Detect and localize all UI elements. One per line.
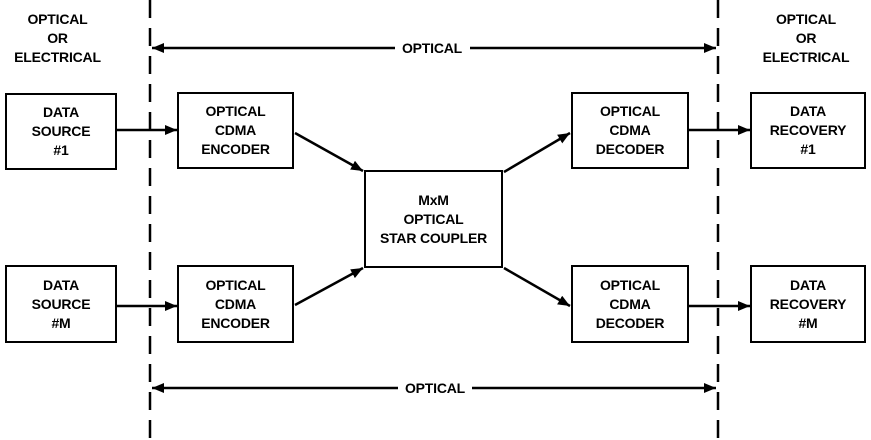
decoder-m-line: OPTICAL bbox=[599, 276, 661, 293]
data-source-m-line: SOURCE bbox=[31, 295, 91, 312]
encoder-m-line: CDMA bbox=[214, 295, 257, 312]
data-source-1-line: SOURCE bbox=[31, 123, 91, 139]
encoder-1-line: ENCODER bbox=[201, 141, 270, 157]
data-source-m-block: DATA SOURCE #M bbox=[5, 265, 117, 343]
data-source-1-line: #1 bbox=[53, 142, 69, 158]
decoder-m-line: CDMA bbox=[609, 295, 651, 312]
encoder-1-line: OPTICAL bbox=[205, 103, 266, 119]
arrow-star-coupler-to-decoder-m bbox=[503, 266, 571, 308]
data-source-m-line: #M bbox=[51, 314, 71, 331]
data-source-1-line: DATA bbox=[42, 104, 79, 120]
encoder-1-line: CDMA bbox=[214, 122, 257, 138]
optical-cdma-decoder-m-block: OPTICAL CDMA DECODER bbox=[571, 265, 689, 343]
star-coupler-line: MxM bbox=[418, 191, 449, 208]
decoder-m-line: DECODER bbox=[595, 314, 665, 331]
left-domain-line: OR bbox=[47, 30, 68, 46]
data-recovery-m-block: DATA RECOVERY #M bbox=[750, 265, 866, 343]
optical-cdma-encoder-1-block: OPTICAL CDMA ENCODER bbox=[177, 92, 294, 169]
right-domain-line: OPTICAL bbox=[775, 11, 837, 27]
arrow-star-coupler-to-decoder-1 bbox=[503, 131, 571, 174]
top-optical-span-label: OPTICAL bbox=[401, 40, 463, 56]
arrow-encoder-m-to-star-coupler bbox=[294, 266, 364, 307]
star-coupler-block: MxM OPTICAL STAR COUPLER bbox=[364, 170, 503, 268]
data-recovery-m-line: RECOVERY bbox=[769, 295, 847, 312]
left-domain-label: OPTICAL OR ELECTRICAL bbox=[0, 10, 115, 67]
right-domain-label: OPTICAL OR ELECTRICAL bbox=[748, 10, 864, 67]
left-domain-line: ELECTRICAL bbox=[14, 49, 101, 65]
data-recovery-m-line: DATA bbox=[789, 276, 826, 293]
data-recovery-1-block: DATA RECOVERY #1 bbox=[750, 92, 866, 169]
arrow-encoder-1-to-star-coupler bbox=[294, 131, 364, 173]
bottom-optical-span-label: OPTICAL bbox=[404, 380, 466, 396]
decoder-1-line: CDMA bbox=[609, 122, 651, 138]
encoder-m-line: ENCODER bbox=[201, 314, 270, 331]
data-source-m-line: DATA bbox=[42, 276, 79, 293]
data-recovery-1-line: DATA bbox=[789, 103, 826, 119]
right-domain-line: ELECTRICAL bbox=[762, 49, 850, 65]
star-coupler-line: OPTICAL bbox=[403, 210, 464, 227]
optical-cdma-encoder-m-block: OPTICAL CDMA ENCODER bbox=[177, 265, 294, 343]
star-coupler-line: STAR COUPLER bbox=[379, 229, 487, 246]
decoder-1-line: DECODER bbox=[595, 141, 665, 157]
data-source-1-block: DATA SOURCE #1 bbox=[5, 93, 117, 170]
data-recovery-m-line: #M bbox=[798, 314, 818, 331]
data-recovery-1-line: #1 bbox=[800, 141, 816, 157]
encoder-m-line: OPTICAL bbox=[205, 276, 266, 293]
optical-cdma-decoder-1-block: OPTICAL CDMA DECODER bbox=[571, 92, 689, 169]
decoder-1-line: OPTICAL bbox=[599, 103, 661, 119]
right-domain-line: OR bbox=[795, 30, 817, 46]
data-recovery-1-line: RECOVERY bbox=[769, 122, 847, 138]
left-domain-line: OPTICAL bbox=[27, 11, 88, 27]
